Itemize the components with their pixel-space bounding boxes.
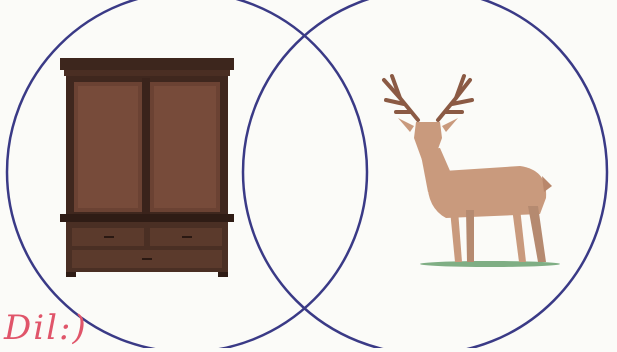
wardrobe-image xyxy=(60,58,234,277)
handwritten-annotation: Dil:) xyxy=(4,308,88,348)
deer-image xyxy=(384,76,560,267)
